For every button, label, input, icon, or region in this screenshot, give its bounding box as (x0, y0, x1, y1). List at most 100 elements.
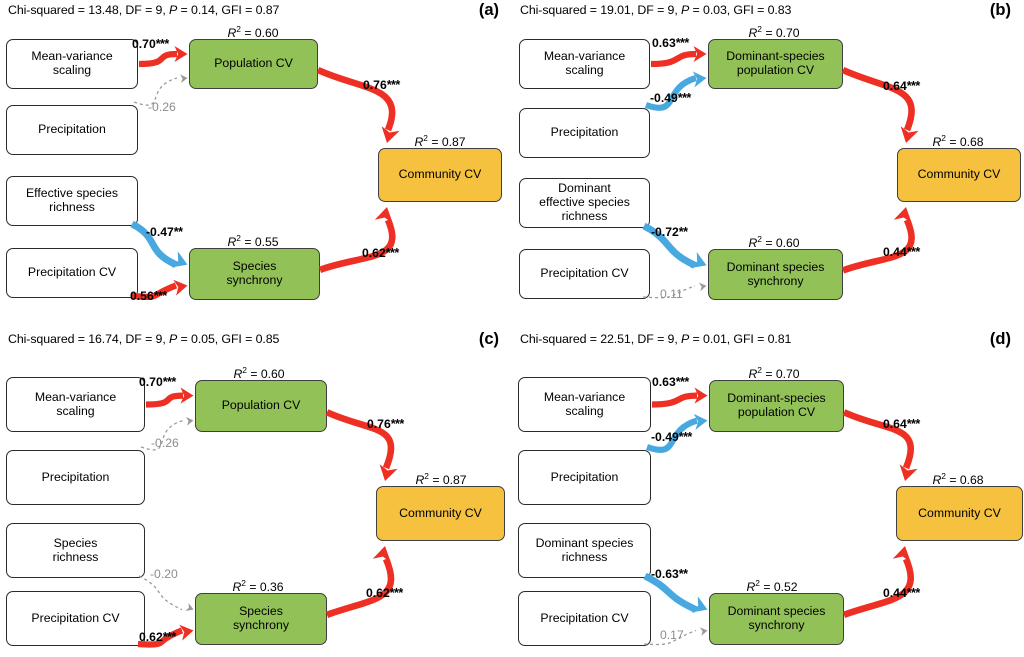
coefficient-value: 0.70 (132, 37, 156, 51)
panel-label: (d) (989, 330, 1011, 348)
path-arrowhead-0 (180, 387, 194, 404)
path-coefficient-precipitation-to-dominant-species-population-cv: -0.49*** (651, 430, 692, 444)
r2-value: 0.87 (441, 135, 466, 150)
r2-value: 0.70 (775, 367, 800, 382)
path-arrowhead-0 (174, 45, 188, 63)
path-arrowhead-1 (692, 71, 707, 88)
path-arrowhead-5 (374, 207, 393, 224)
outcome-box-community-cv-label: Community CV (918, 505, 1001, 520)
path-arrowhead-2 (171, 251, 188, 268)
r2-value: 0.87 (442, 473, 467, 488)
fit-chi-text: Chi-squared = 16.74, DF = 9, (8, 332, 170, 346)
path-coefficient-species-synchrony-to-community-cv: 0.62*** (366, 586, 403, 600)
path-coefficient-effective-species-richness-to-species-synchrony: -0.47** (146, 225, 183, 239)
path-arrow-5 (318, 218, 396, 273)
path-arrowhead-0 (694, 387, 708, 404)
path-arrowhead-5 (372, 546, 391, 563)
path-coefficient-precipitation-to-population-cv: -0.26 (148, 100, 176, 114)
r2-community-cv: R2 = 0.68 (932, 471, 984, 488)
mediator-box-population-cv: Population CV (189, 39, 318, 89)
fit-statistics: Chi-squared = 19.01, DF = 9, P = 0.03, G… (520, 3, 791, 17)
path-arrowhead-4 (379, 464, 398, 481)
fit-statistics: Chi-squared = 16.74, DF = 9, P = 0.05, G… (8, 332, 279, 346)
significance-stars: *** (675, 36, 690, 50)
mediator-box-population-cv-label: Population CV (214, 56, 293, 71)
fit-p-symbol: P (169, 332, 178, 346)
coefficient-value: 0.17 (660, 628, 684, 642)
path-arrowhead-4 (381, 126, 400, 143)
significance-stars: *** (155, 37, 170, 51)
path-arrowhead-0 (693, 45, 707, 63)
path-arrowhead-2 (185, 602, 194, 612)
significance-stars: *** (386, 78, 401, 92)
r2-community-cv: R2 = 0.68 (932, 133, 984, 150)
path-arrowhead-3 (698, 282, 707, 292)
coefficient-value: 0.63 (652, 375, 676, 389)
outcome-box-community-cv: Community CV (897, 148, 1021, 202)
r2-value: 0.60 (775, 236, 800, 251)
fit-chi-text: Chi-squared = 22.51, DF = 9, (520, 332, 682, 346)
exogenous-box-precipitation-cv-label: Precipitation CV (31, 610, 120, 625)
coefficient-value: 0.76 (367, 417, 391, 431)
path-coefficient-precipitation-to-population-cv: -0.26 (151, 436, 179, 450)
significance-stars: ** (173, 225, 183, 239)
path-coefficient-species-richness-to-species-synchrony: -0.20 (150, 567, 178, 581)
path-arrow-2 (130, 220, 178, 268)
path-arrowhead-4 (900, 126, 919, 143)
r2-dominant-species-synchrony: R2 = 0.52 (746, 578, 798, 595)
coefficient-value: -0.63 (651, 567, 679, 581)
r2-community-cv: R2 = 0.87 (415, 471, 467, 488)
path-arrow-4 (316, 66, 396, 132)
r2-dominant-species-population-cv: R2 = 0.70 (748, 24, 800, 41)
path-arrowhead-3 (179, 624, 194, 641)
exogenous-box-precipitation-label: Precipitation (550, 125, 619, 140)
coefficient-value: -0.47 (146, 225, 174, 239)
path-arrow-0 (138, 50, 178, 68)
coefficient-value: 0.63 (652, 36, 676, 50)
path-coefficient-precipitation-cv-to-species-synchrony: 0.56*** (130, 289, 167, 303)
path-coefficient-dominant-species-synchrony-to-community-cv: 0.44*** (883, 245, 920, 259)
fit-p-symbol: P (681, 332, 690, 346)
r2-value: 0.36 (259, 580, 284, 595)
path-arrow-2 (643, 572, 698, 613)
r2-community-cv: R2 = 0.87 (414, 133, 466, 150)
significance-stars: *** (153, 289, 168, 303)
path-arrow-0 (651, 392, 698, 408)
path-arrow-5 (842, 557, 914, 618)
exogenous-box-precipitation-cv: Precipitation CV (6, 591, 145, 646)
path-coefficient-mean-variance-scaling-to-population-cv: 0.70*** (139, 375, 176, 389)
path-arrow-3 (643, 629, 697, 646)
path-coefficient-species-synchrony-to-community-cv: 0.62*** (362, 246, 399, 260)
path-arrow-1 (644, 75, 698, 111)
panel-b: Chi-squared = 19.01, DF = 9, P = 0.03, G… (512, 0, 1024, 328)
path-arrowhead-2 (691, 596, 708, 613)
path-arrow-5 (841, 218, 915, 274)
fit-p-rest: = 0.05, GFI = 0.85 (177, 332, 280, 346)
outcome-box-community-cv-label: Community CV (399, 505, 482, 520)
exogenous-box-precipitation-cv-label: Precipitation CV (540, 610, 629, 625)
path-coefficient-population-cv-to-community-cv: 0.76*** (363, 78, 400, 92)
r2-value: 0.70 (775, 26, 800, 41)
r2-species-synchrony: R2 = 0.36 (232, 578, 284, 595)
outcome-box-community-cv: Community CV (376, 486, 505, 541)
path-coefficient-mean-variance-scaling-to-dominant-species-population-cv: 0.63*** (652, 36, 689, 50)
r2-value: 0.68 (959, 135, 984, 150)
significance-stars: *** (162, 375, 177, 389)
